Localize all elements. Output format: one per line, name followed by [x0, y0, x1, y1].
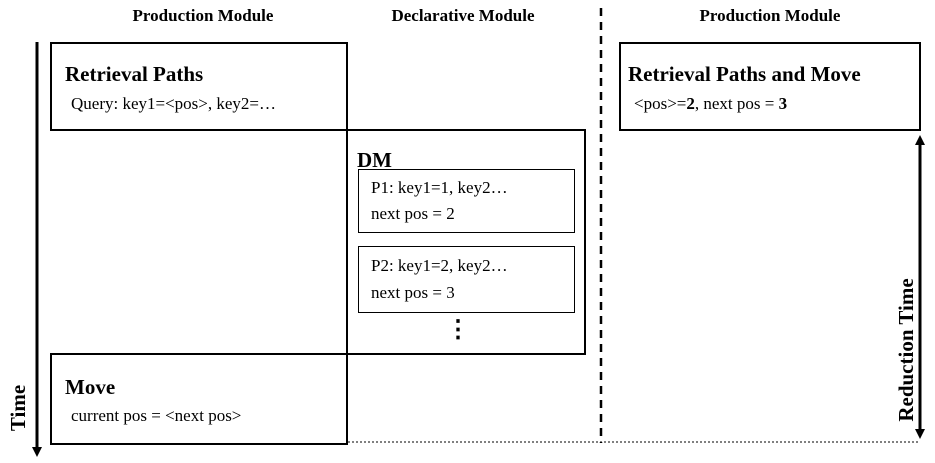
dm-chunk-line2: next pos = 3 — [371, 283, 455, 302]
column-heading-right: Production Module — [699, 6, 841, 25]
retrieval-move-box: Retrieval Paths and Move <pos>=2, next p… — [619, 42, 921, 131]
dm-ellipsis: ⋮ — [446, 317, 470, 343]
retrieval-paths-box: Retrieval Paths Query: key1=<pos>, key2=… — [50, 42, 348, 131]
retrieval-move-pos-value: 2 — [686, 94, 695, 113]
dm-chunk-line2: next pos = 2 — [371, 204, 455, 223]
retrieval-move-title: Retrieval Paths and Move — [628, 62, 861, 86]
dm-title: DM — [357, 148, 392, 172]
column-heading-left: Production Module — [132, 6, 274, 25]
time-axis-label: Time — [6, 384, 30, 432]
move-box: Move current pos = <next pos> — [50, 353, 348, 445]
dm-chunk-line1: P1: key1=1, key2… — [371, 178, 508, 197]
retrieval-move-text-pre: <pos>= — [634, 94, 687, 113]
dm-chunk-line1: P2: key1=2, key2… — [371, 256, 508, 275]
retrieval-move-text: <pos>=2, next pos = 3 — [634, 94, 787, 114]
dm-box: DM P1: key1=1, key2… next pos = 2 P2: ke… — [346, 129, 586, 355]
retrieval-move-next-value: 3 — [778, 94, 788, 113]
move-title: Move — [65, 375, 116, 399]
reduction-time-label: Reduction Time — [894, 278, 918, 422]
retrieval-query-text: Query: key1=<pos>, key2=… — [71, 94, 277, 113]
retrieval-move-text-mid: , next pos = — [694, 94, 779, 113]
column-heading-middle: Declarative Module — [391, 6, 535, 25]
retrieval-paths-title: Retrieval Paths — [65, 62, 204, 86]
dm-chunk-card: P2: key1=2, key2… next pos = 3 — [358, 246, 575, 313]
move-text: current pos = <next pos> — [71, 406, 242, 425]
dm-chunk-card: P1: key1=1, key2… next pos = 2 — [358, 169, 575, 233]
